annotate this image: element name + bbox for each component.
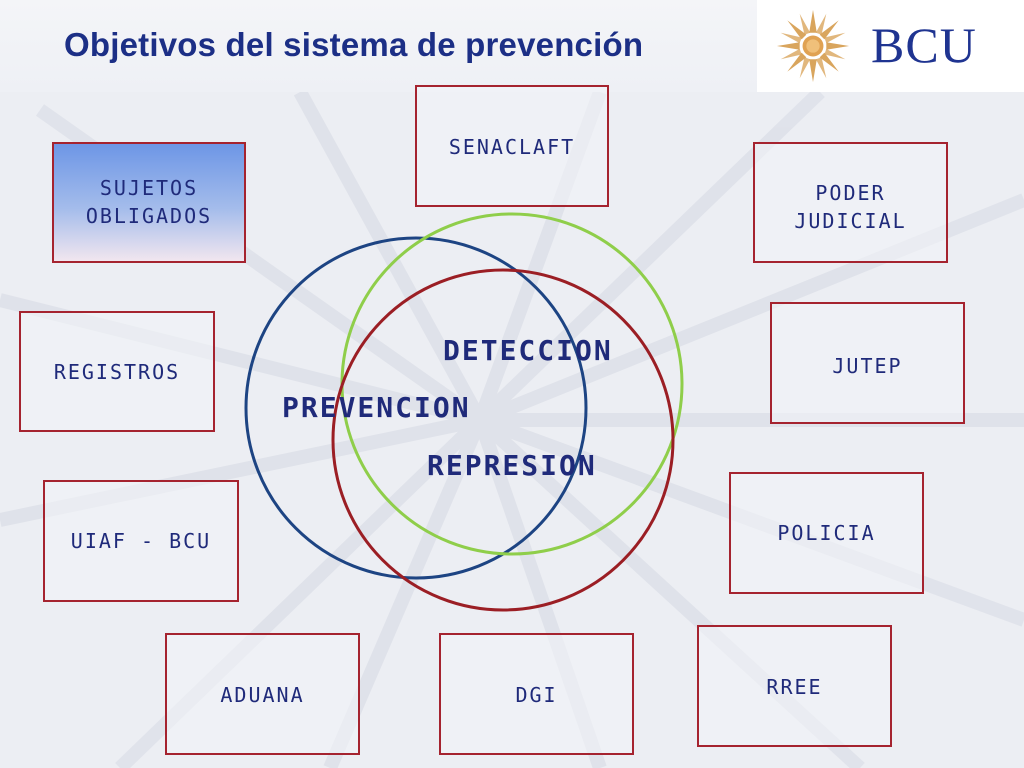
bcu-logo: BCU (757, 0, 1024, 92)
box-label: SENACLAFT (448, 135, 576, 159)
box-senaclaft: SENACLAFT (415, 85, 609, 207)
box-policia: POLICIA (729, 472, 924, 594)
box-jutep: JUTEP (770, 302, 965, 424)
box-label: SUJETOS OBLIGADOS (85, 176, 213, 228)
prevention-label: PREVENCION (282, 391, 471, 424)
box-label: POLICIA (777, 521, 876, 545)
box-uiaf-bcu: UIAF - BCU (43, 480, 239, 602)
page-title: Objetivos del sistema de prevención (64, 26, 644, 63)
box-dgi: DGI (439, 633, 634, 755)
box-label: PODER JUDICIAL (794, 181, 907, 233)
box-poder-judicial: PODER JUDICIAL (753, 142, 948, 263)
box-label: DGI (515, 683, 558, 707)
repression-label: REPRESION (427, 449, 597, 482)
box-label: RREE (766, 675, 823, 699)
box-label: JUTEP (832, 354, 903, 378)
box-label: UIAF - BCU (70, 529, 212, 553)
box-label: REGISTROS (53, 360, 181, 384)
box-aduana: ADUANA (165, 633, 360, 755)
sun-icon (776, 9, 850, 83)
logo-text: BCU (871, 17, 977, 73)
box-sujetos-obligados: SUJETOS OBLIGADOS (52, 142, 246, 263)
box-rree: RREE (697, 625, 892, 747)
detection-label: DETECCION (443, 334, 613, 367)
box-label: ADUANA (220, 683, 305, 707)
header-bar: Objetivos del sistema de prevención (0, 0, 1024, 92)
box-registros: REGISTROS (19, 311, 215, 432)
